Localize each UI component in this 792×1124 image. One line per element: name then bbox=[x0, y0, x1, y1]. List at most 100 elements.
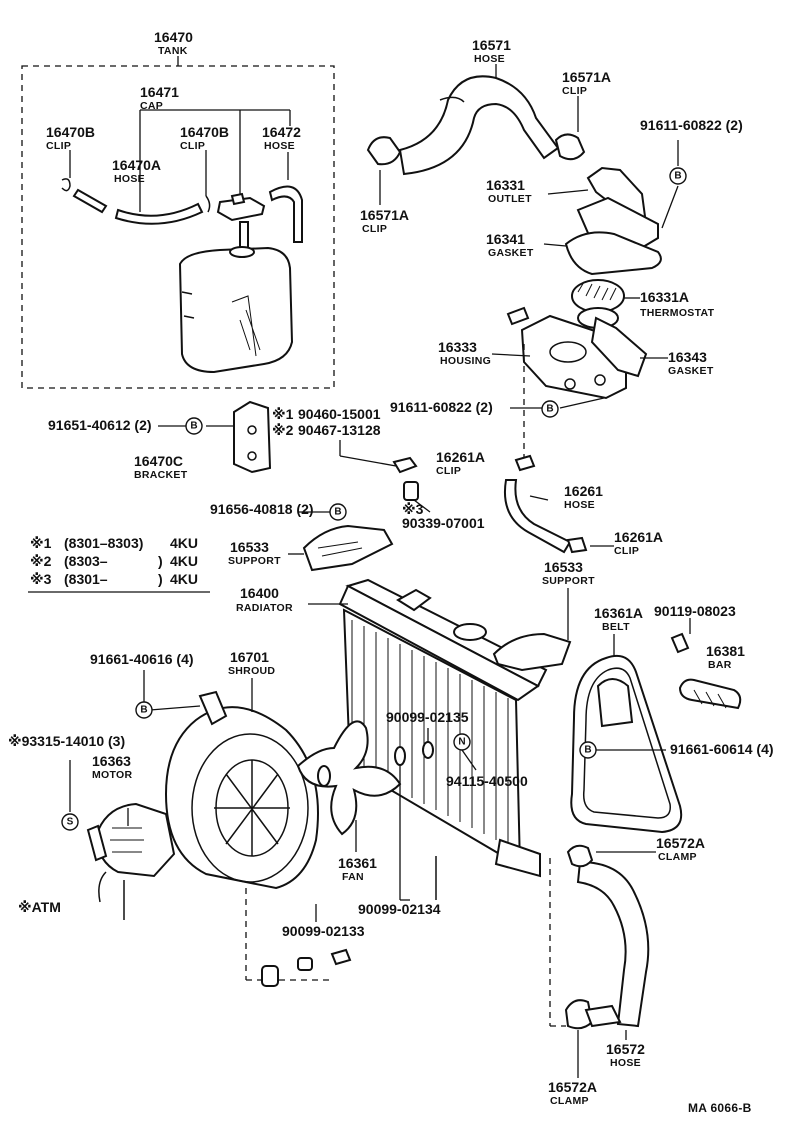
hose-16472-number: 16472 bbox=[262, 124, 301, 140]
radiator-number: 16400 bbox=[240, 585, 279, 601]
outlet-name: OUTLET bbox=[488, 193, 532, 205]
support-right-number: 16533 bbox=[544, 559, 583, 575]
clamp-16572a-top-name: CLAMP bbox=[658, 851, 697, 863]
cap-number: 16471 bbox=[140, 84, 179, 100]
clip-16571a-left-number: 16571A bbox=[360, 207, 409, 223]
note-line-2-close: ) bbox=[158, 553, 163, 569]
note-line-1-engine: 4KU bbox=[170, 535, 198, 551]
note-line-2-range: (8303– bbox=[64, 553, 108, 569]
clip-16571a-top-icon bbox=[554, 133, 586, 161]
clip-16470b-left-icon bbox=[61, 178, 71, 192]
clip-16261a-top-name: CLIP bbox=[436, 465, 461, 477]
svg-text:N: N bbox=[458, 737, 465, 748]
support-16533-right-icon bbox=[492, 632, 572, 672]
gasket-16341-icon bbox=[564, 231, 662, 276]
bolt-91611-mid-number: 91611-60822 (2) bbox=[390, 399, 493, 415]
clamp-16572a-bottom-name: CLAMP bbox=[550, 1095, 589, 1107]
outlet-number: 16331 bbox=[486, 177, 525, 193]
hose-16470a-icon bbox=[114, 202, 204, 225]
figure-code: MA 6066-B bbox=[688, 1101, 752, 1115]
badge-b-shroud: B bbox=[135, 701, 153, 719]
tank-group bbox=[21, 56, 335, 389]
clamp-16572a-bottom-number: 16572A bbox=[548, 1079, 597, 1095]
bracket-name: BRACKET bbox=[134, 469, 188, 481]
radiator-group: N bbox=[288, 511, 572, 901]
bracket-number: 16470C bbox=[134, 453, 183, 469]
clamp-16572a-top-icon bbox=[566, 844, 594, 868]
support-left-number: 16533 bbox=[230, 539, 269, 555]
note-line-2-mark: ※2 bbox=[30, 553, 52, 569]
clip-16470b-name-left: CLIP bbox=[46, 140, 71, 152]
washer-90099-02134-icon bbox=[394, 746, 406, 766]
svg-text:S: S bbox=[67, 817, 74, 828]
note-1-part-number: 90460-15001 bbox=[298, 406, 381, 422]
bracket-group bbox=[206, 400, 614, 554]
svg-text:B: B bbox=[190, 421, 197, 432]
hose-16470a-number: 16470A bbox=[112, 157, 161, 173]
clip-16571a-top-name: CLIP bbox=[562, 85, 587, 97]
svg-text:B: B bbox=[546, 404, 553, 415]
svg-text:B: B bbox=[584, 745, 591, 756]
radiator-cap-icon bbox=[453, 623, 487, 641]
bar-name: BAR bbox=[708, 659, 732, 671]
shroud-number: 16701 bbox=[230, 649, 269, 665]
note-2-part-mark: ※2 bbox=[272, 422, 294, 438]
washer-90099-02133-number: 90099-02133 bbox=[282, 923, 365, 939]
tank-number: 16470 bbox=[154, 29, 193, 45]
hose-16571-icon bbox=[398, 75, 560, 176]
clip-16470b-number-left: 16470B bbox=[46, 124, 95, 140]
note-1-part-mark: ※1 bbox=[272, 406, 294, 422]
clamp-16572a-top-number: 16572A bbox=[656, 835, 705, 851]
hose-16261-name: HOSE bbox=[564, 499, 595, 511]
clip-16261a-bottom-name: CLIP bbox=[614, 545, 639, 557]
radiator-name: RADIATOR bbox=[236, 602, 293, 614]
bolt-91656-number: 91656-40818 (2) bbox=[210, 501, 314, 517]
note-line-3-close: ) bbox=[158, 571, 163, 587]
badge-b-support: B bbox=[329, 503, 347, 521]
gasket-16341-number: 16341 bbox=[486, 231, 525, 247]
clip-16470b-right-icon bbox=[205, 195, 211, 213]
screw-93315-number: ※93315-14010 (3) bbox=[8, 733, 125, 749]
bolt-91661-shroud-number: 91661-40616 (4) bbox=[90, 651, 194, 667]
washer-90099-02134-number: 90099-02134 bbox=[358, 901, 441, 917]
hose-16572-name: HOSE bbox=[610, 1057, 641, 1069]
bolt-90460-icon bbox=[392, 456, 418, 474]
svg-text:B: B bbox=[334, 507, 341, 518]
clip-16261a-top-icon bbox=[514, 454, 536, 472]
fan-number: 16361 bbox=[338, 855, 377, 871]
motor-number: 16363 bbox=[92, 753, 131, 769]
clip-16470b-number-right: 16470B bbox=[180, 124, 229, 140]
lower-hose-group bbox=[549, 844, 656, 1078]
washer-90099-02133-icon bbox=[261, 965, 279, 987]
badge-b-bracket: B bbox=[185, 417, 203, 435]
atm-note: ※ATM bbox=[18, 899, 61, 915]
washer-90099-02135-icon bbox=[422, 741, 434, 759]
clip-16261a-bottom-number: 16261A bbox=[614, 529, 663, 545]
hose-16470a-name: HOSE bbox=[114, 173, 145, 185]
note-line-2-engine: 4KU bbox=[170, 553, 198, 569]
gasket-16343-icon bbox=[590, 316, 648, 378]
svg-text:B: B bbox=[674, 171, 681, 182]
fan-name: FAN bbox=[342, 871, 364, 883]
bolt-91651-number: 91651-40612 (2) bbox=[48, 417, 152, 433]
note-line-3-engine: 4KU bbox=[170, 571, 198, 587]
hose-16472-icon bbox=[268, 185, 303, 243]
clip-16261a-top-number: 16261A bbox=[436, 449, 485, 465]
bracket-16470c-icon bbox=[233, 400, 272, 474]
hose-16572-icon bbox=[576, 860, 650, 1028]
badge-s-screw: S bbox=[61, 813, 79, 831]
fan-16361-icon bbox=[296, 720, 402, 836]
hose-piece-icon bbox=[72, 188, 108, 214]
washer-90099-02135-number: 90099-02135 bbox=[386, 709, 469, 725]
badge-b-housing: B bbox=[541, 400, 559, 418]
note-line-1-range: (8301–8303) bbox=[64, 535, 143, 551]
cap-16471-icon bbox=[216, 196, 266, 222]
shroud-name: SHROUD bbox=[228, 665, 275, 677]
bolt-90119-number: 90119-08023 bbox=[654, 603, 736, 619]
bolt-91661-belt-number: 91661-60614 (4) bbox=[670, 741, 774, 757]
gasket-16343-name: GASKET bbox=[668, 365, 714, 377]
nut-94115-number: 94115-40500 bbox=[446, 773, 528, 789]
fan-group bbox=[69, 678, 402, 987]
note-line-1-mark: ※1 bbox=[30, 535, 52, 551]
support-left-name: SUPPORT bbox=[228, 555, 281, 567]
